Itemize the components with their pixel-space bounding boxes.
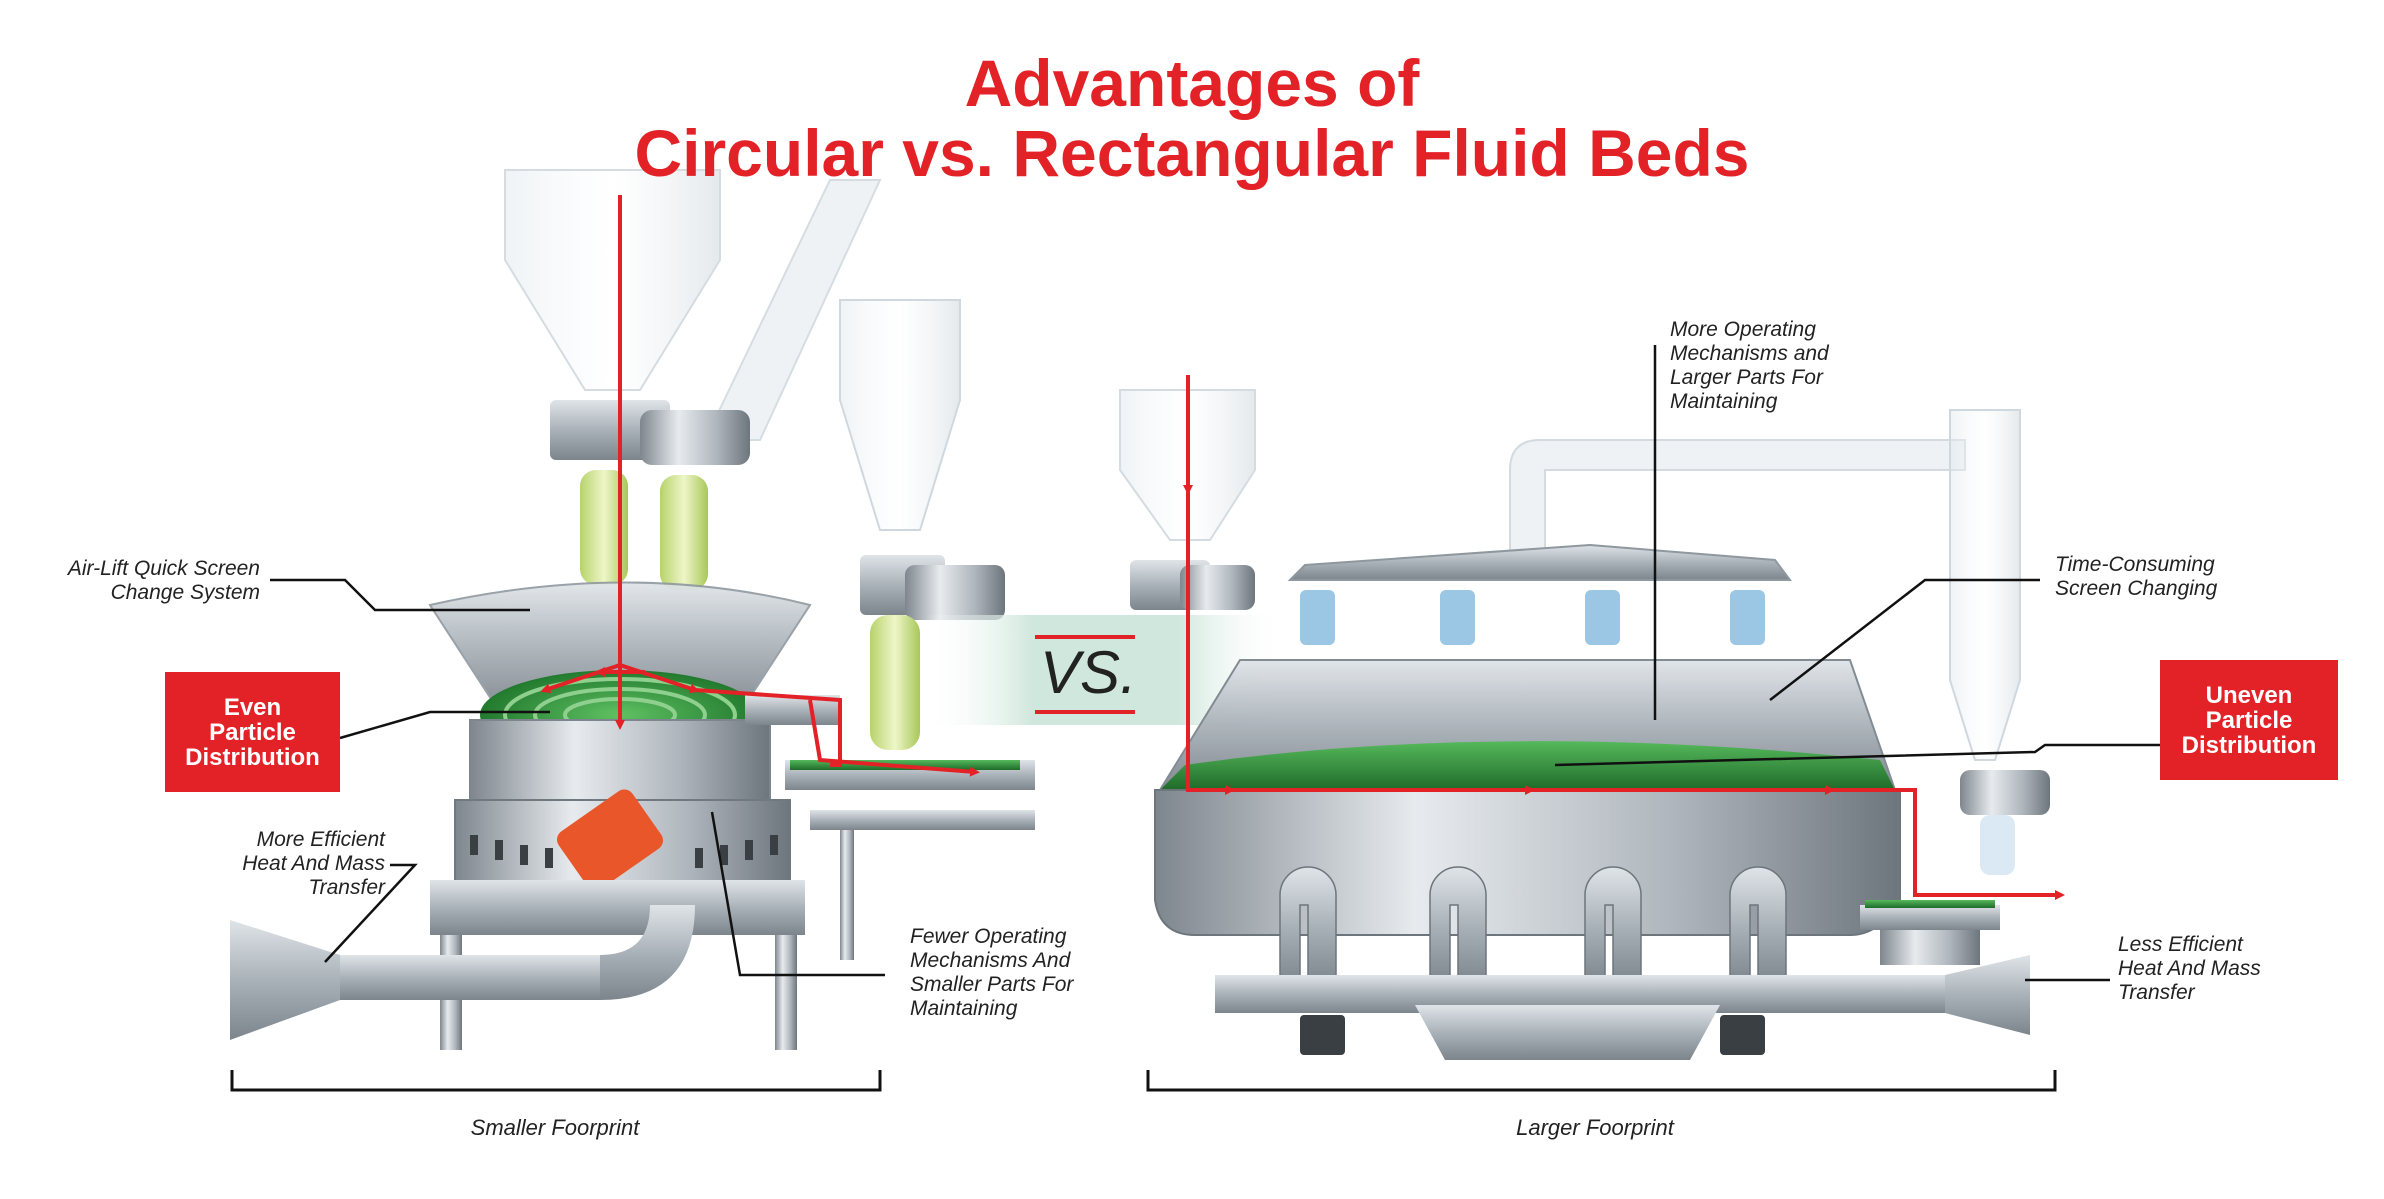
bed-trough — [1154, 789, 1901, 936]
even-distribution-badge: Even Particle Distribution — [165, 672, 340, 792]
heat-line: More Efficient — [256, 828, 385, 851]
vs-label: VS. — [1040, 639, 1137, 706]
vibration-motor — [556, 789, 664, 891]
even-line: Particle — [209, 718, 296, 746]
heat-transfer-annotation: More Efficient Heat And Mass Transfer — [150, 828, 385, 900]
circular-fluid-bed — [230, 169, 1035, 1050]
uneven-line: Distribution — [2181, 731, 2317, 759]
time-line: Screen Changing — [2055, 577, 2218, 600]
inlet-nozzle — [230, 920, 340, 1040]
fewer-line: Fewer Operating — [910, 925, 1067, 948]
conveyor-leg — [840, 830, 854, 960]
even-line: Even — [223, 693, 282, 721]
hood-bellows — [1300, 590, 1765, 645]
exhaust-pipe — [1509, 439, 1966, 561]
cyclone-hose — [870, 615, 920, 750]
airlift-line: Air-Lift Quick Screen — [67, 557, 260, 580]
base-leg — [775, 935, 797, 1050]
base-table — [430, 880, 805, 935]
more-mechanisms-annotation: More Operating Mechanisms and Larger Par… — [1670, 318, 1900, 414]
fewer-line: Smaller Parts For — [910, 973, 1074, 996]
discharge-stand — [1880, 930, 1980, 965]
uneven-line: Particle — [2205, 706, 2293, 734]
footprint-brackets — [230, 1070, 2057, 1092]
flow-arrows-left — [540, 195, 980, 777]
hood — [1287, 543, 1792, 581]
more-line: More Operating — [1670, 318, 1816, 341]
cyclone-valve — [1960, 770, 2050, 815]
product-bed — [1160, 741, 1895, 790]
feed-hose-2 — [660, 475, 708, 590]
uneven-line: Uneven — [2205, 681, 2293, 709]
leader-lines-left — [270, 578, 885, 977]
cyclone-hose — [1980, 815, 2015, 875]
page-title-line-1: Advantages of — [964, 46, 1420, 120]
heat-line: Heat And Mass — [242, 852, 385, 875]
bolt-ring — [470, 835, 778, 868]
feed-hopper — [504, 169, 721, 391]
smaller-footprint-label: Smaller Foorprint — [470, 1115, 640, 1140]
screen-changing-annotation: Time-Consuming Screen Changing — [2055, 553, 2285, 601]
even-line: Distribution — [185, 743, 320, 771]
cyclone-valve-body — [905, 565, 1005, 620]
page-title-line-2: Circular vs. Rectangular Fluid Beds — [634, 116, 1750, 190]
air-inlets — [1279, 866, 1787, 986]
discharge-tray — [1860, 905, 2000, 930]
less-line: Transfer — [2118, 981, 2195, 1004]
time-line: Time-Consuming — [2055, 553, 2215, 576]
flow-arrows-right — [1183, 375, 2065, 900]
less-line: Heat And Mass — [2118, 957, 2261, 980]
more-line: Maintaining — [1670, 390, 1778, 413]
fewer-mechanisms-annotation: Fewer Operating Mechanisms And Smaller P… — [910, 925, 1140, 1021]
fewer-line: Mechanisms And — [910, 949, 1071, 972]
larger-footprint-label: Larger Foorprint — [1516, 1115, 1674, 1140]
heat-line: Transfer — [308, 876, 385, 899]
conveyor-frame — [810, 810, 1035, 830]
cyclone — [1949, 409, 2021, 761]
airlift-annotation: Air-Lift Quick Screen Change System — [20, 557, 260, 605]
feed-valve-body — [640, 410, 750, 465]
inlet-elbow — [600, 905, 695, 1000]
fewer-line: Maintaining — [910, 997, 1018, 1020]
support-springs — [1300, 1015, 1765, 1055]
inlet-pipe — [340, 955, 600, 1000]
feed-valve-body — [1180, 565, 1255, 610]
airlift-line: Change System — [110, 581, 260, 604]
discharge-product — [1865, 900, 1995, 908]
air-inlet-nozzle — [1945, 955, 2030, 1035]
rectangular-fluid-bed — [1119, 389, 2050, 1060]
less-efficient-annotation: Less Efficient Heat And Mass Transfer — [2118, 933, 2348, 1005]
cyclone — [839, 299, 961, 531]
bottom-hopper — [1415, 1005, 1720, 1060]
less-line: Less Efficient — [2118, 933, 2243, 956]
leader-lines-right — [1554, 345, 2180, 982]
more-line: Larger Parts For — [1670, 366, 1823, 389]
uneven-distribution-badge: Uneven Particle Distribution — [2160, 660, 2338, 780]
more-line: Mechanisms and — [1670, 342, 1829, 365]
feed-hose-1 — [580, 470, 628, 585]
